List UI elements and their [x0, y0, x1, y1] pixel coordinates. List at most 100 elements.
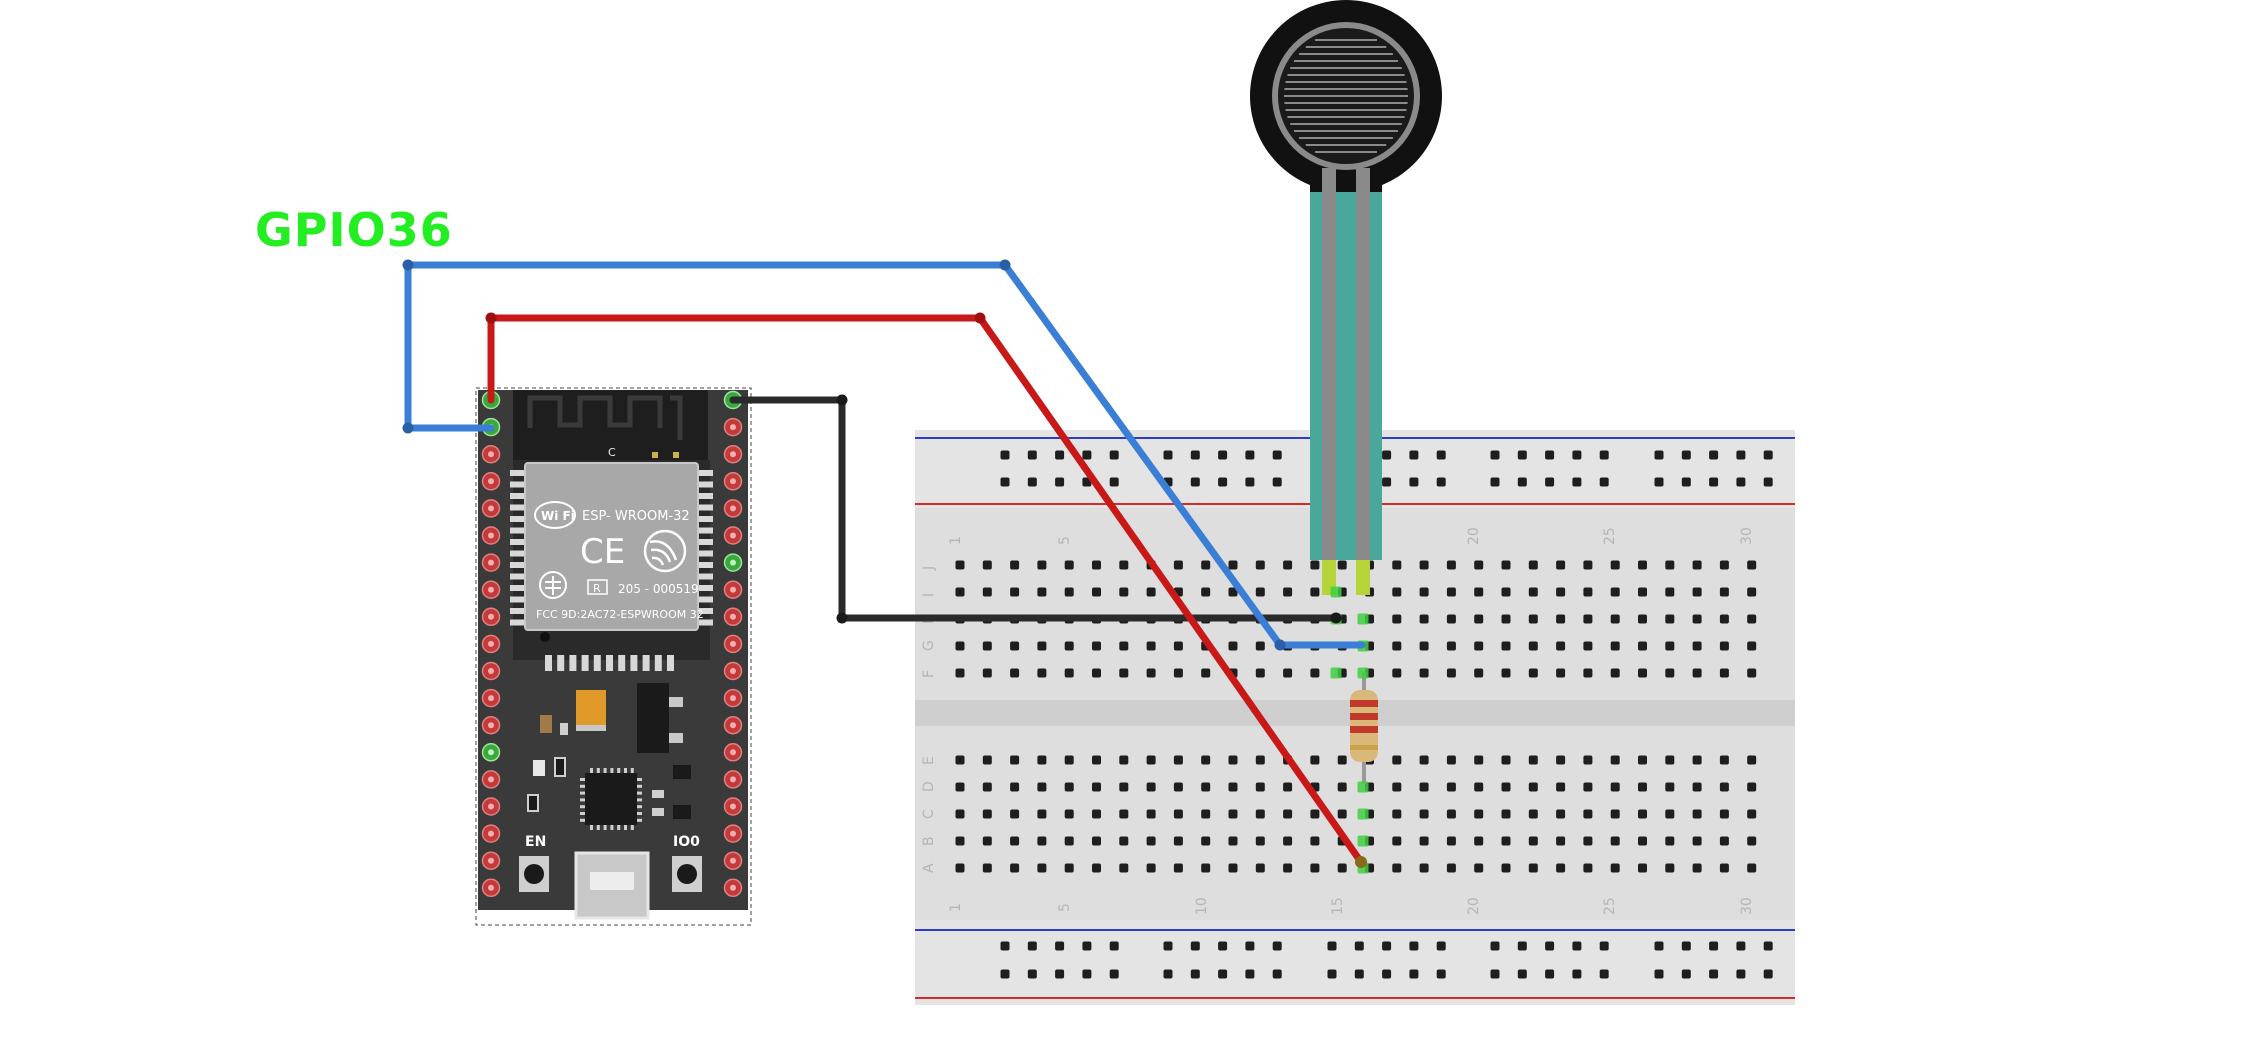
breadboard-hole [1201, 587, 1211, 597]
breadboard-hole [1255, 668, 1265, 678]
c-mark: C [608, 446, 616, 459]
module-pin-left [510, 481, 524, 488]
breadboard-hole [1119, 755, 1129, 765]
breadboard-hole [955, 587, 965, 597]
col-num-bottom-25: 25 [1602, 897, 1618, 915]
espressif-logo [643, 529, 687, 573]
breadboard-hole [1173, 809, 1183, 819]
breadboard-hole [1501, 809, 1511, 819]
rail-hole [1599, 969, 1609, 979]
module-pin-right [699, 550, 713, 557]
module-pin-right [699, 504, 713, 511]
breadboard-hole [1446, 836, 1456, 846]
header-pin-center [730, 532, 736, 539]
breadboard-hole [1446, 560, 1456, 570]
chip-pin [637, 812, 642, 815]
breadboard-hole [1747, 809, 1757, 819]
rail-hole [1572, 969, 1582, 979]
module-pin-bottom [642, 655, 650, 671]
rail-hole [1436, 450, 1446, 460]
breadboard-hole [1719, 836, 1729, 846]
header-pin-center [488, 884, 494, 891]
breadboard-hole [982, 587, 992, 597]
breadboard-hole [1556, 863, 1566, 873]
chip-pin [610, 768, 614, 773]
smd-resistor-1 [652, 790, 664, 798]
module-pin-left [510, 619, 524, 626]
breadboard-hole [1392, 668, 1402, 678]
wire-joint-black [836, 394, 848, 406]
breadboard-hole [1583, 560, 1593, 570]
breadboard-hole [1228, 863, 1238, 873]
breadboard-hole [1692, 560, 1702, 570]
header-pin-center [488, 668, 494, 674]
chip-pin [637, 784, 642, 788]
breadboard-hole [1419, 641, 1429, 651]
breadboard-hole [1064, 809, 1074, 819]
breadboard-hole [1610, 782, 1620, 792]
breadboard-hole [1255, 755, 1265, 765]
ce-mark: CE [580, 532, 625, 572]
breadboard-hole [1201, 668, 1211, 678]
row-letter-c: C [921, 809, 937, 819]
module-pin-left [510, 493, 524, 499]
breadboard-hole [1119, 782, 1129, 792]
rail-hole [1027, 941, 1037, 951]
module-pin-right [699, 516, 713, 522]
gpio36-label: GPIO36 [255, 203, 453, 257]
breadboard-hole [1556, 587, 1566, 597]
rail-hole [1545, 477, 1555, 487]
rail-hole [1027, 450, 1037, 460]
row-letter-b: B [921, 836, 937, 846]
breadboard-hole [1665, 863, 1675, 873]
breadboard-hole [1310, 809, 1320, 819]
wire-joint-red [485, 312, 497, 324]
breadboard-hole [1392, 809, 1402, 819]
breadboard-hole [1173, 668, 1183, 678]
io0-button[interactable] [672, 856, 702, 892]
breadboard-hole [1092, 809, 1101, 819]
column-numbers-bottom: 1 5 10 15 20 25 30 [948, 897, 1755, 915]
breadboard-hole [1528, 782, 1538, 792]
r-mark-box [587, 579, 608, 595]
breadboard-hole [1010, 641, 1020, 651]
rail-hole [1545, 941, 1555, 951]
module-pin-left [510, 504, 524, 511]
breadboard-hole [1146, 836, 1156, 846]
rail-hole [1599, 477, 1609, 487]
rail-hole [1245, 941, 1255, 951]
col-num-bottom-10: 10 [1194, 897, 1210, 915]
breadboard-hole [982, 782, 992, 792]
rail-hole [1572, 477, 1582, 487]
breadboard-hole [1119, 809, 1129, 819]
breadboard-hole [1583, 782, 1593, 792]
en-button[interactable] [519, 856, 549, 892]
rail-hole [1109, 969, 1119, 979]
breadboard-hole [982, 755, 992, 765]
breadboard-hole [1692, 641, 1702, 651]
header-pin-center [488, 640, 494, 647]
breadboard-hole [1392, 755, 1402, 765]
breadboard-hole [1665, 587, 1675, 597]
chip-pin [603, 825, 607, 830]
breadboard-hole [1064, 560, 1074, 570]
module-pin-bottom [606, 655, 613, 671]
breadboard-hole [1474, 809, 1484, 819]
fsr-neck-trace-right [1356, 168, 1370, 192]
breadboard-hole [955, 836, 965, 846]
module-pin-left [510, 516, 524, 522]
breadboard-hole [1392, 614, 1402, 624]
rail-hole [1517, 450, 1527, 460]
breadboard-hole [1719, 863, 1729, 873]
breadboard-hole [1556, 641, 1566, 651]
resistor-band-3 [1350, 726, 1378, 733]
rail-hole [1272, 477, 1282, 487]
rail-hole [1517, 969, 1527, 979]
col-num-bottom-5: 5 [1057, 903, 1073, 912]
breadboard-hole [1747, 863, 1757, 873]
breadboard-hole [1310, 863, 1320, 873]
breadboard-hole [1501, 641, 1511, 651]
rail-hole [1572, 450, 1582, 460]
smd-diode-1 [533, 760, 545, 776]
module-castellated-pins [510, 470, 713, 671]
